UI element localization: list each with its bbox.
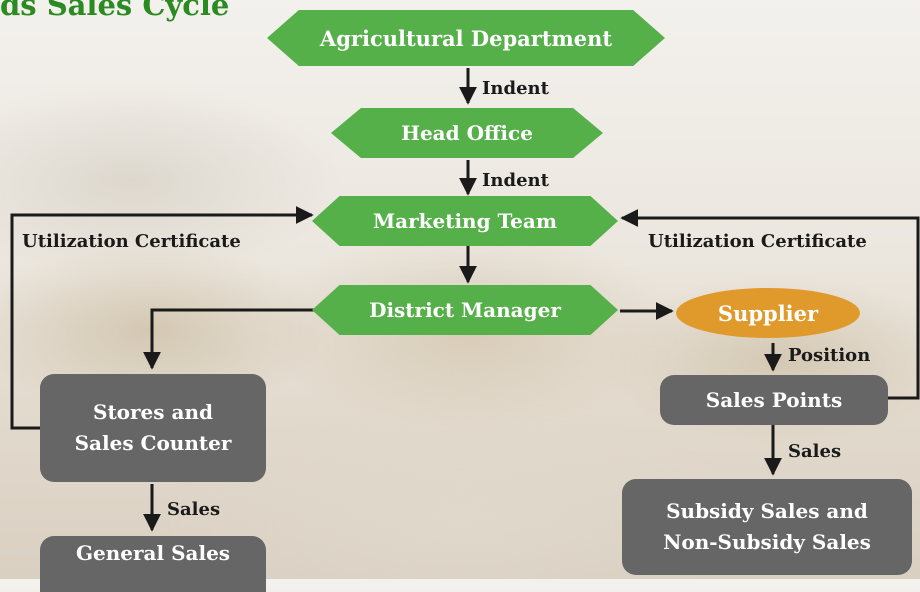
sales-label-left: Sales (167, 499, 221, 520)
subsidy-label-line1: Subsidy Sales and (666, 499, 868, 523)
subsidy-sales-node: Subsidy Sales and Non-Subsidy Sales (622, 479, 912, 575)
arrow-salespoints-to-marketing (620, 209, 920, 400)
district-manager-label: District Manager (369, 298, 561, 322)
page-title: ds Sales Cycle (0, 0, 230, 22)
arrow-district-to-stores (143, 308, 318, 370)
stores-sales-counter-node: Stores and Sales Counter (40, 374, 266, 482)
utilization-certificate-right: Utilization Certificate (648, 231, 867, 252)
sales-points-node: Sales Points (660, 375, 888, 425)
connector-lines (10, 68, 920, 532)
subsidy-label-line2: Non-Subsidy Sales (663, 530, 871, 554)
arrow-stores-to-marketing (10, 206, 314, 430)
agricultural-department-label: Agricultural Department (319, 25, 613, 51)
general-sales-label: General Sales (75, 541, 231, 565)
stores-label-line1: Stores and (93, 400, 213, 424)
head-office-node: Head Office (331, 108, 603, 158)
district-manager-node: District Manager (312, 285, 618, 335)
position-label: Position (788, 345, 871, 366)
supplier-node: Supplier (676, 288, 860, 338)
utilization-certificate-left: Utilization Certificate (22, 231, 241, 252)
supplier-label: Supplier (717, 300, 819, 326)
agricultural-department-node: Agricultural Department (267, 10, 665, 66)
general-sales-node: General Sales (40, 536, 266, 592)
sales-points-label: Sales Points (705, 387, 843, 412)
marketing-team-label: Marketing Team (373, 209, 557, 233)
indent-label-2: Indent (482, 170, 549, 191)
sales-label-right: Sales (788, 441, 842, 462)
indent-label-1: Indent (482, 78, 549, 99)
head-office-label: Head Office (401, 121, 533, 145)
marketing-team-node: Marketing Team (312, 196, 618, 246)
stores-label-line2: Sales Counter (74, 431, 232, 455)
